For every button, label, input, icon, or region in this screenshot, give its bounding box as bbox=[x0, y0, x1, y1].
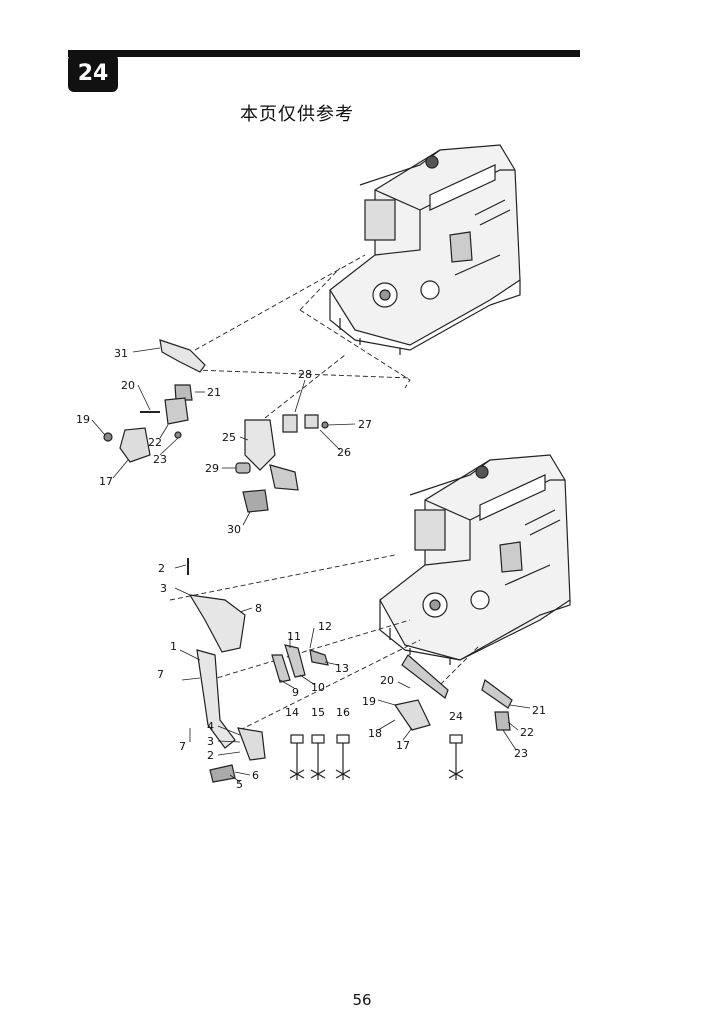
lower-parts-group bbox=[187, 558, 513, 783]
callout-22: 22 bbox=[148, 436, 162, 449]
callout-26: 26 bbox=[337, 446, 351, 459]
assembly-lines bbox=[169, 254, 481, 731]
callout-23: 23 bbox=[153, 453, 167, 466]
callout-9: 9 bbox=[292, 686, 299, 699]
callout-30: 30 bbox=[227, 523, 241, 536]
callout-31: 31 bbox=[114, 347, 128, 360]
callout-13: 13 bbox=[335, 662, 349, 675]
callout-27: 27 bbox=[358, 418, 372, 431]
callout-20: 20 bbox=[121, 379, 135, 392]
callout-16: 16 bbox=[336, 706, 350, 719]
callout-10: 10 bbox=[311, 681, 325, 694]
callout-6: 6 bbox=[252, 769, 259, 782]
callout-labels: 31 20 21 19 22 23 17 28 27 25 26 29 30 2… bbox=[76, 347, 546, 791]
callout-3b: 3 bbox=[207, 735, 214, 748]
callout-20b: 20 bbox=[380, 674, 394, 687]
callout-19b: 19 bbox=[362, 695, 376, 708]
machine-body-upper bbox=[329, 144, 521, 355]
callout-2b: 2 bbox=[207, 749, 214, 762]
callout-14: 14 bbox=[285, 706, 299, 719]
callout-18: 18 bbox=[368, 727, 382, 740]
callout-4: 4 bbox=[207, 720, 214, 733]
header-rule bbox=[68, 50, 580, 57]
callout-8: 8 bbox=[255, 602, 262, 615]
callout-2: 2 bbox=[158, 562, 165, 575]
callout-21: 21 bbox=[207, 386, 221, 399]
callout-12: 12 bbox=[318, 620, 332, 633]
callout-3: 3 bbox=[160, 582, 167, 595]
reference-notice: 本页仅供参考 bbox=[240, 104, 354, 125]
callout-24: 24 bbox=[449, 710, 463, 723]
callout-22b: 22 bbox=[520, 726, 534, 739]
section-badge: 24 bbox=[68, 54, 118, 92]
callout-28: 28 bbox=[298, 368, 312, 381]
callout-11: 11 bbox=[287, 630, 301, 643]
callout-1: 1 bbox=[170, 640, 177, 653]
callout-23b: 23 bbox=[514, 747, 528, 760]
callout-19: 19 bbox=[76, 413, 90, 426]
callout-5: 5 bbox=[236, 778, 243, 791]
leader-lines bbox=[91, 347, 531, 783]
callout-7b: 7 bbox=[179, 740, 186, 753]
callout-17: 17 bbox=[99, 475, 113, 488]
callout-29: 29 bbox=[205, 462, 219, 475]
machine-body-lower bbox=[379, 454, 571, 665]
callout-15: 15 bbox=[311, 706, 325, 719]
callout-17b: 17 bbox=[396, 739, 410, 752]
callout-7: 7 bbox=[157, 668, 164, 681]
callout-21b: 21 bbox=[532, 704, 546, 717]
upper-parts-group bbox=[103, 339, 329, 513]
page-number: 56 bbox=[352, 991, 372, 1009]
callout-25: 25 bbox=[222, 431, 236, 444]
